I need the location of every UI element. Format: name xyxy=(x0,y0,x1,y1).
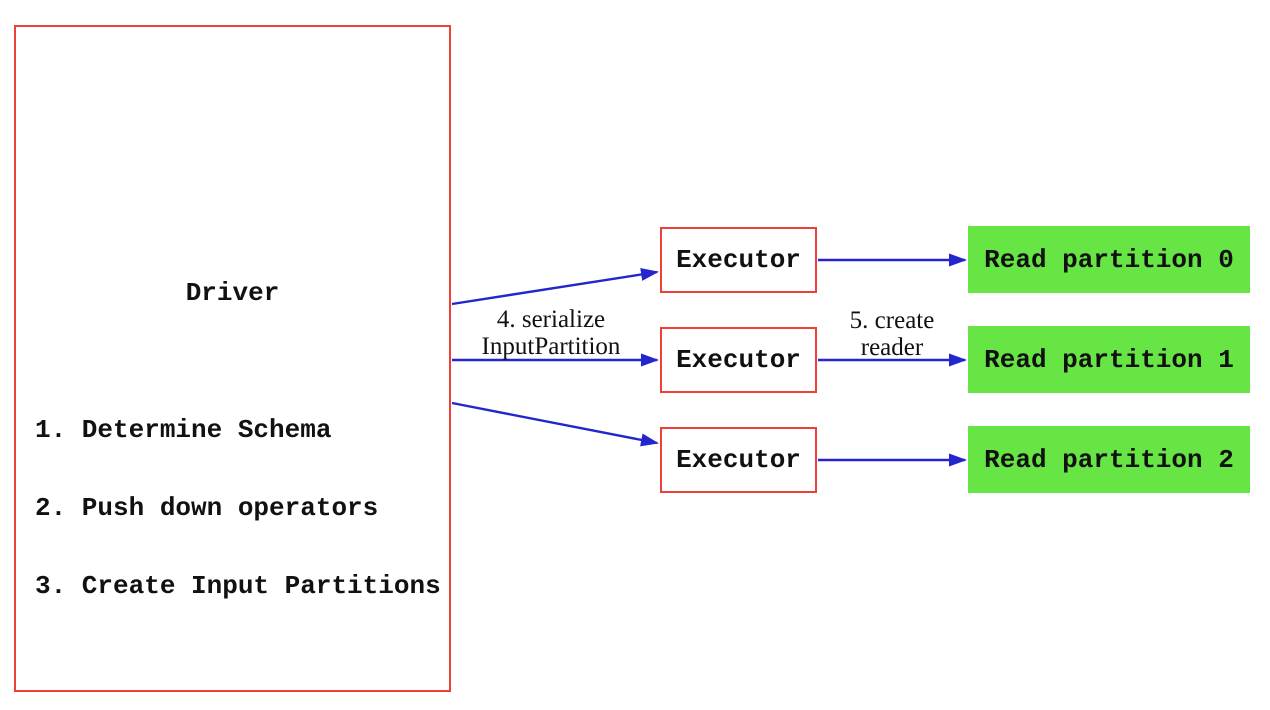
read-partition-label-1: Read partition 1 xyxy=(984,344,1234,375)
arrow-driver-to-executor-1 xyxy=(451,268,659,306)
read-partition-label-2: Read partition 2 xyxy=(984,444,1234,475)
serialize-label-line-2: InputPartition xyxy=(481,333,621,360)
arrow-driver-to-executor-3 xyxy=(451,401,659,447)
read-partition-box-1: Read partition 1 xyxy=(968,326,1250,393)
serialize-inputpartition-label: 4. serialize InputPartition xyxy=(451,306,651,360)
create-reader-label: 5. create reader xyxy=(817,307,967,361)
read-partition-box-0: Read partition 0 xyxy=(968,226,1250,293)
driver-step-1: 1. Determine Schema xyxy=(35,415,332,445)
driver-title: Driver xyxy=(185,278,280,308)
executor-label-3: Executor xyxy=(676,445,801,475)
driver-box: Driver 1. Determine Schema 2. Push down … xyxy=(14,25,451,692)
executor-box-3: Executor xyxy=(660,427,817,493)
read-partition-label-0: Read partition 0 xyxy=(984,244,1234,275)
driver-step-2: 2. Push down operators xyxy=(35,493,379,523)
executor-label-2: Executor xyxy=(676,345,801,375)
reader-label-line-2: reader xyxy=(860,334,924,361)
serialize-label-line-1: 4. serialize xyxy=(496,306,606,333)
driver-steps: 1. Determine Schema 2. Push down operato… xyxy=(35,365,441,651)
executor-label-1: Executor xyxy=(676,245,801,275)
read-partition-box-2: Read partition 2 xyxy=(968,426,1250,493)
reader-label-line-1: 5. create xyxy=(849,307,935,334)
executor-box-2: Executor xyxy=(660,327,817,393)
driver-step-3: 3. Create Input Partitions xyxy=(35,571,441,601)
executor-box-1: Executor xyxy=(660,227,817,293)
